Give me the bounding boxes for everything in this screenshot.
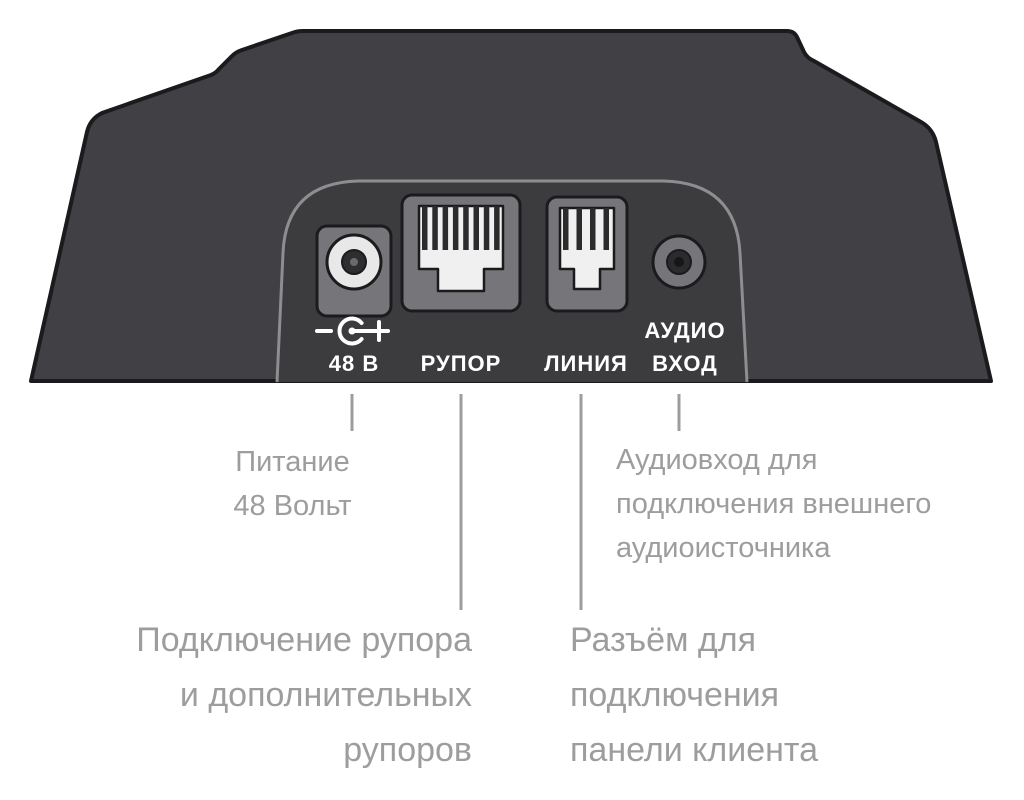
- rj11-line-jack-icon: [545, 195, 629, 313]
- audio-input-jack-icon: [651, 234, 707, 290]
- annotation-client-line-line2: подключения: [570, 676, 780, 714]
- annotation-audio-line1: Аудиовход для: [616, 444, 818, 476]
- annotation-power: Питание 48 Вольт: [155, 440, 430, 528]
- annotation-horn-line2: и дополнительных: [179, 676, 472, 714]
- annotation-client-line-line3: панели клиента: [570, 731, 819, 769]
- rj45-horn-jack-icon: [400, 193, 522, 313]
- annotation-client-line: Разъём для подключения панели клиента: [570, 613, 990, 778]
- annotation-client-line-line1: Разъём для: [570, 621, 756, 659]
- dc-power-jack-icon: [315, 224, 393, 318]
- annotation-audio-line2: подключения внешнего: [616, 488, 932, 520]
- annotation-audio: Аудиовход для подключения внешнего аудио…: [616, 438, 1016, 570]
- annotation-power-line2: 48 Вольт: [233, 490, 352, 522]
- annotation-horn-line3: рупоров: [343, 731, 472, 769]
- annotation-horn-line1: Подключение рупора: [136, 621, 472, 659]
- dc-polarity-icon: [315, 316, 390, 346]
- port-label-power: 48 В: [328, 351, 380, 376]
- port-label-line: ЛИНИЯ: [544, 351, 628, 376]
- annotation-audio-line3: аудиоисточника: [616, 532, 831, 564]
- port-label-audio: АУДИО ВХОД: [612, 314, 758, 380]
- port-label-horn: РУПОР: [420, 351, 502, 376]
- port-label-audio-line2: ВХОД: [652, 351, 718, 376]
- annotation-horn: Подключение рупора и дополнительных рупо…: [38, 613, 472, 778]
- port-label-audio-line1: АУДИО: [644, 318, 726, 343]
- annotation-power-line1: Питание: [235, 446, 350, 478]
